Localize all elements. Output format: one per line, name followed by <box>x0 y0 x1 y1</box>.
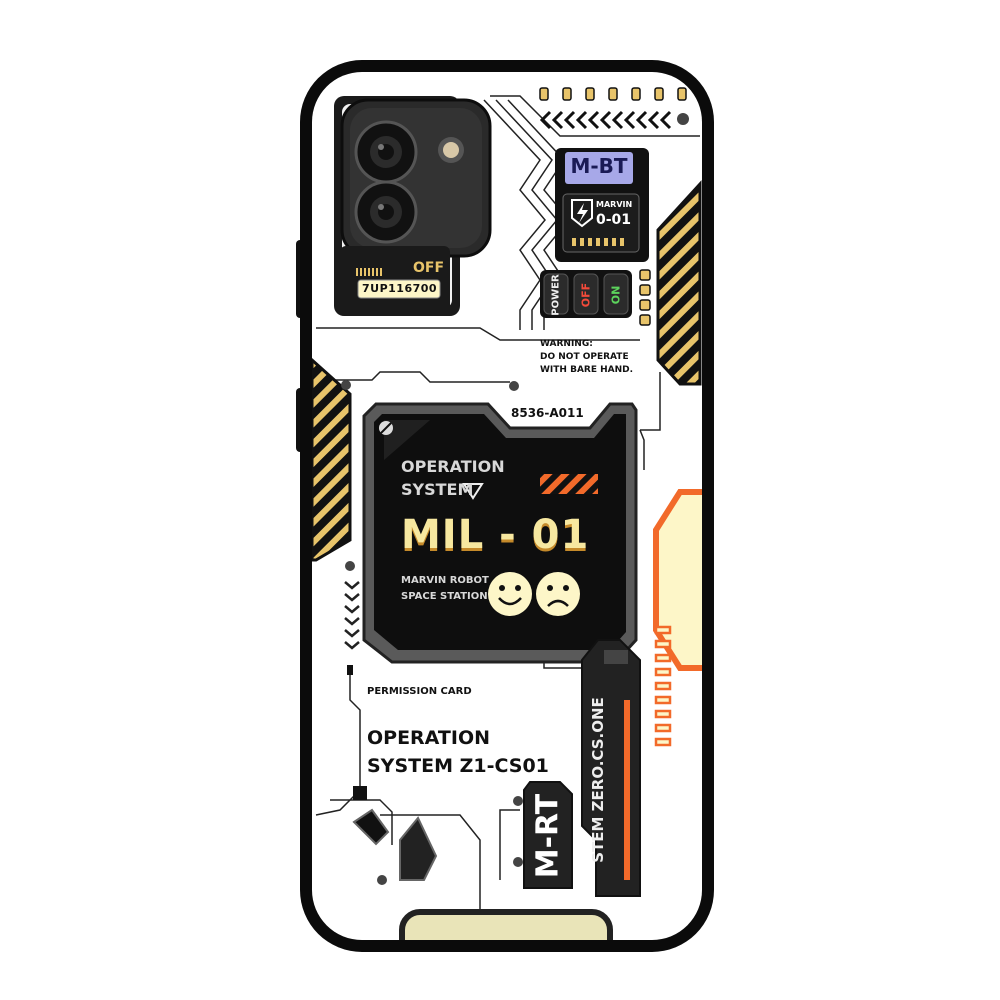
screen-line-2: SYSTEM <box>401 480 474 499</box>
screw-icon <box>345 561 355 571</box>
bottom-cream-panel <box>399 909 613 940</box>
compass-icon <box>379 421 393 435</box>
orange-ladder <box>654 625 672 747</box>
mbt-badge-title: M-BT <box>570 154 628 178</box>
marker-dot <box>347 665 353 675</box>
camera-status-label: OFF <box>413 260 445 276</box>
screen-footer-line-2: SPACE STATION <box>401 591 488 602</box>
chevron-left-arrows-icon <box>539 110 672 130</box>
flash-icon <box>438 137 464 163</box>
contact-pins <box>539 87 687 101</box>
camera-lens-icon <box>354 120 418 184</box>
right-stripe-panel <box>656 180 702 386</box>
small-square <box>353 786 367 800</box>
serial-code: 8536-A011 <box>511 406 584 420</box>
signal-bars-icon <box>356 268 382 276</box>
triangle-icon <box>462 483 484 500</box>
mbt-model-code: 0-01 <box>596 212 632 228</box>
screw-icon <box>513 857 523 867</box>
orange-stripe-badge <box>540 474 598 494</box>
chip-pins <box>572 238 624 246</box>
sad-face-icon <box>536 572 580 616</box>
side-pins <box>639 269 651 326</box>
warning-line-1: WARNING: <box>540 339 593 349</box>
mrt-tag-label: M-RT <box>530 793 566 879</box>
screen-title: MIL - 01 <box>401 512 590 558</box>
lcd-readout: 7UP116700 <box>362 282 438 295</box>
lcd-display <box>357 279 441 299</box>
bottom-block <box>399 816 438 881</box>
screen-line-1: OPERATION <box>401 457 505 476</box>
screw-icon <box>377 875 387 885</box>
warning-line-3: WITH BARE HAND. <box>540 365 634 375</box>
power-switch-label: POWER <box>550 274 562 316</box>
mbt-model-name: MARVIN <box>596 200 633 209</box>
mrt-tag <box>523 781 573 889</box>
permission-card-line-2: SYSTEM Z1-CS01 <box>367 755 549 777</box>
bottom-block <box>352 808 390 846</box>
permission-card-line-1: OPERATION <box>367 727 490 749</box>
on-switch-label: ON <box>609 285 623 305</box>
screw-icon <box>341 380 351 390</box>
screen-footer-line-1: MARVIN ROBOT <box>401 575 489 586</box>
warning-line-2: DO NOT OPERATE <box>540 352 629 362</box>
chevron-down-arrows-icon <box>344 581 360 650</box>
screw-icon <box>513 796 523 806</box>
happy-face-icon <box>488 572 532 616</box>
off-switch-label: OFF <box>579 282 593 308</box>
right-hexagon <box>653 489 702 671</box>
vertical-tag-text: STEM ZERO.CS.ONE <box>589 697 607 863</box>
permission-card-label: PERMISSION CARD <box>367 686 472 697</box>
screw-icon <box>677 113 689 125</box>
left-stripe-panel <box>312 356 352 562</box>
lightning-shield-icon <box>571 199 593 228</box>
screw-icon <box>509 381 519 391</box>
camera-lens-icon <box>354 180 418 244</box>
